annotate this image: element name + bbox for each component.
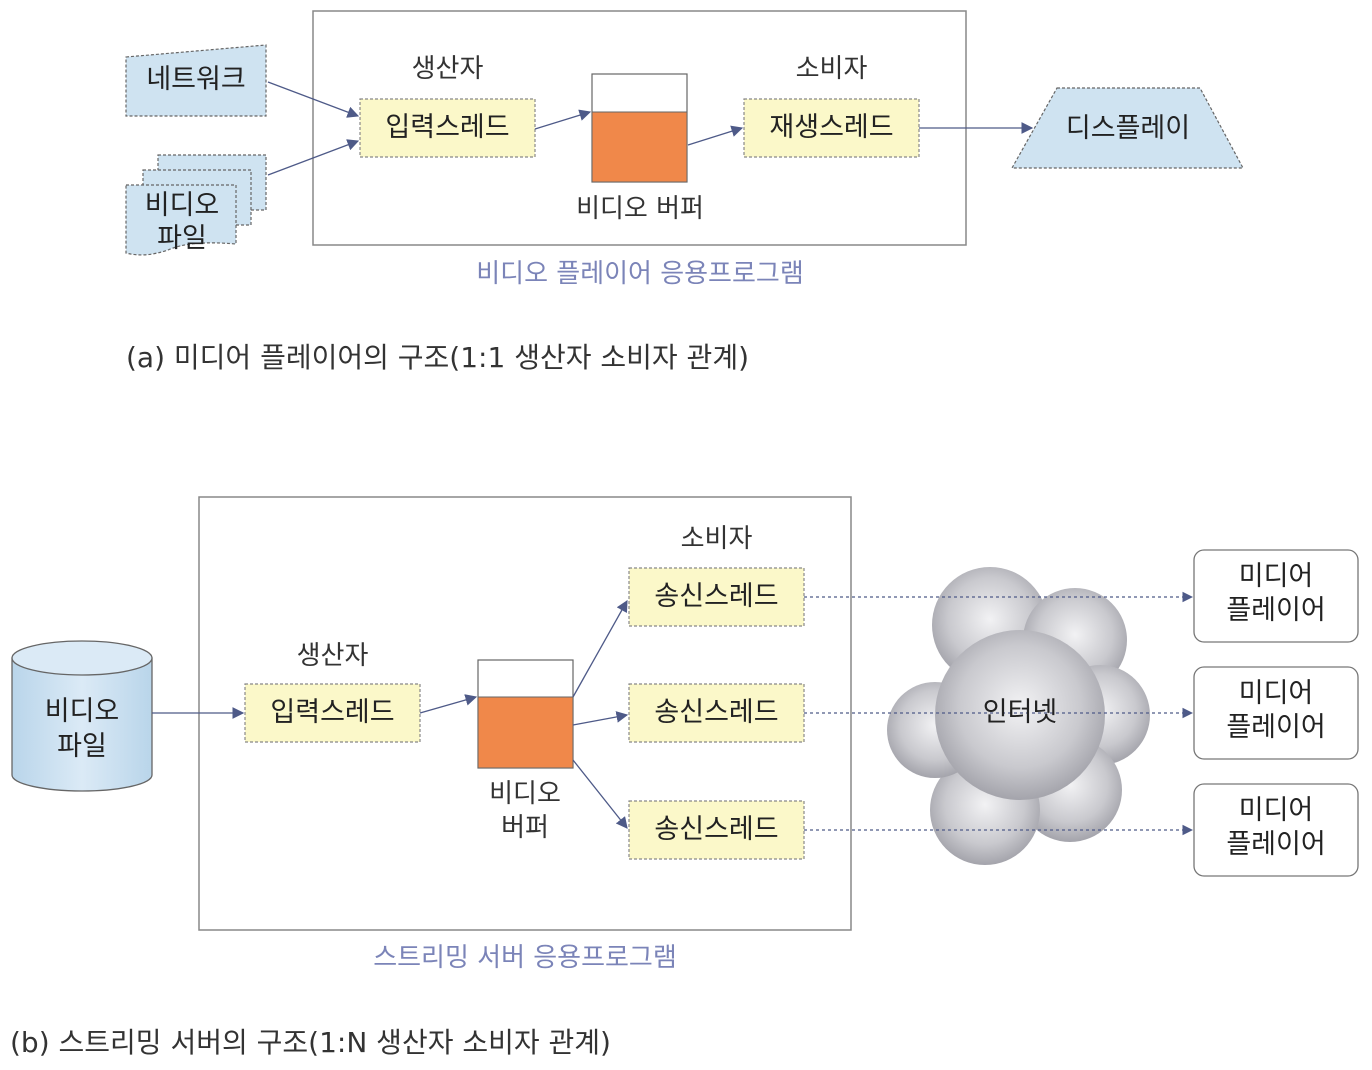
input-thread-box-a (359, 98, 536, 158)
buffer-label-b-line2: 버퍼 (501, 813, 549, 843)
consumer-label-b: 소비자 (680, 524, 753, 554)
arrow-input-to-buffer (534, 109, 592, 130)
media-player-2-line1: 미디어 (1238, 678, 1314, 709)
caption-a: (a) 미디어 플레이어의 구조(1:1 생산자 소비자 관계) (126, 341, 750, 374)
input-thread-label-b: 입력스레드 (270, 697, 395, 728)
video-file-cylinder (11, 640, 153, 792)
media-player-box-2 (1193, 666, 1359, 760)
arrow-buffer-to-send-2 (572, 711, 629, 726)
caption-b: (b) 스트리밍 서버의 구조(1:N 생산자 소비자 관계) (10, 1026, 611, 1059)
send-thread-box-1 (628, 567, 805, 627)
video-player-app-label: 비디오 플레이어 응용프로그램 (476, 259, 804, 289)
send-thread-box-2 (628, 683, 805, 743)
send-thread-label-2: 송신스레드 (654, 697, 779, 728)
internet-label: 인터넷 (982, 697, 1058, 728)
arrow-buffer-to-playback (687, 125, 744, 146)
network-label: 네트워크 (146, 64, 246, 95)
arrow-network-to-input (267, 81, 360, 118)
media-player-3-line1: 미디어 (1238, 795, 1314, 826)
video-file-label-b-line2: 파일 (57, 731, 107, 762)
media-player-box-3 (1193, 783, 1359, 877)
network-source-shape (125, 44, 267, 117)
input-thread-box-b (244, 683, 421, 743)
consumer-label-a: 소비자 (795, 54, 868, 84)
buffer-label-a: 비디오 버퍼 (576, 194, 704, 224)
display-shape (1010, 87, 1245, 169)
playback-thread-label: 재생스레드 (769, 112, 894, 143)
media-player-3-line2: 플레이어 (1226, 829, 1326, 860)
diagram-b (11, 496, 1359, 931)
video-buffer-fill-a (591, 111, 688, 183)
send-thread-label-1: 송신스레드 (654, 581, 779, 612)
display-label: 디스플레이 (1065, 113, 1191, 144)
producer-label-b: 생산자 (296, 641, 369, 671)
arrow-buffer-to-send-3 (572, 759, 628, 829)
producer-label-a: 생산자 (411, 54, 484, 84)
media-player-2-line2: 플레이어 (1226, 712, 1326, 743)
streaming-server-app-label: 스트리밍 서버 응용프로그램 (373, 943, 677, 973)
video-file-label-a-line1: 비디오 (144, 190, 220, 221)
internet-cloud (887, 567, 1150, 865)
video-file-label-a-line2: 파일 (157, 223, 207, 254)
arrow-file-to-input (267, 139, 360, 176)
arrow-buffer-to-send-1 (572, 599, 628, 698)
media-player-box-1 (1193, 549, 1359, 643)
send-thread-box-3 (628, 800, 805, 860)
buffer-label-b-line1: 비디오 (489, 779, 561, 809)
video-buffer-fill-b (477, 696, 574, 769)
playback-thread-box (743, 98, 920, 158)
input-thread-label-a: 입력스레드 (385, 112, 510, 143)
video-file-stack (125, 154, 267, 256)
arrow-input-to-buffer-b (419, 694, 478, 714)
send-thread-label-3: 송신스레드 (654, 814, 779, 845)
media-player-1-line2: 플레이어 (1226, 595, 1326, 626)
diagram-a (125, 10, 1245, 256)
media-player-1-line1: 미디어 (1238, 561, 1314, 592)
video-file-label-b-line1: 비디오 (44, 696, 120, 727)
